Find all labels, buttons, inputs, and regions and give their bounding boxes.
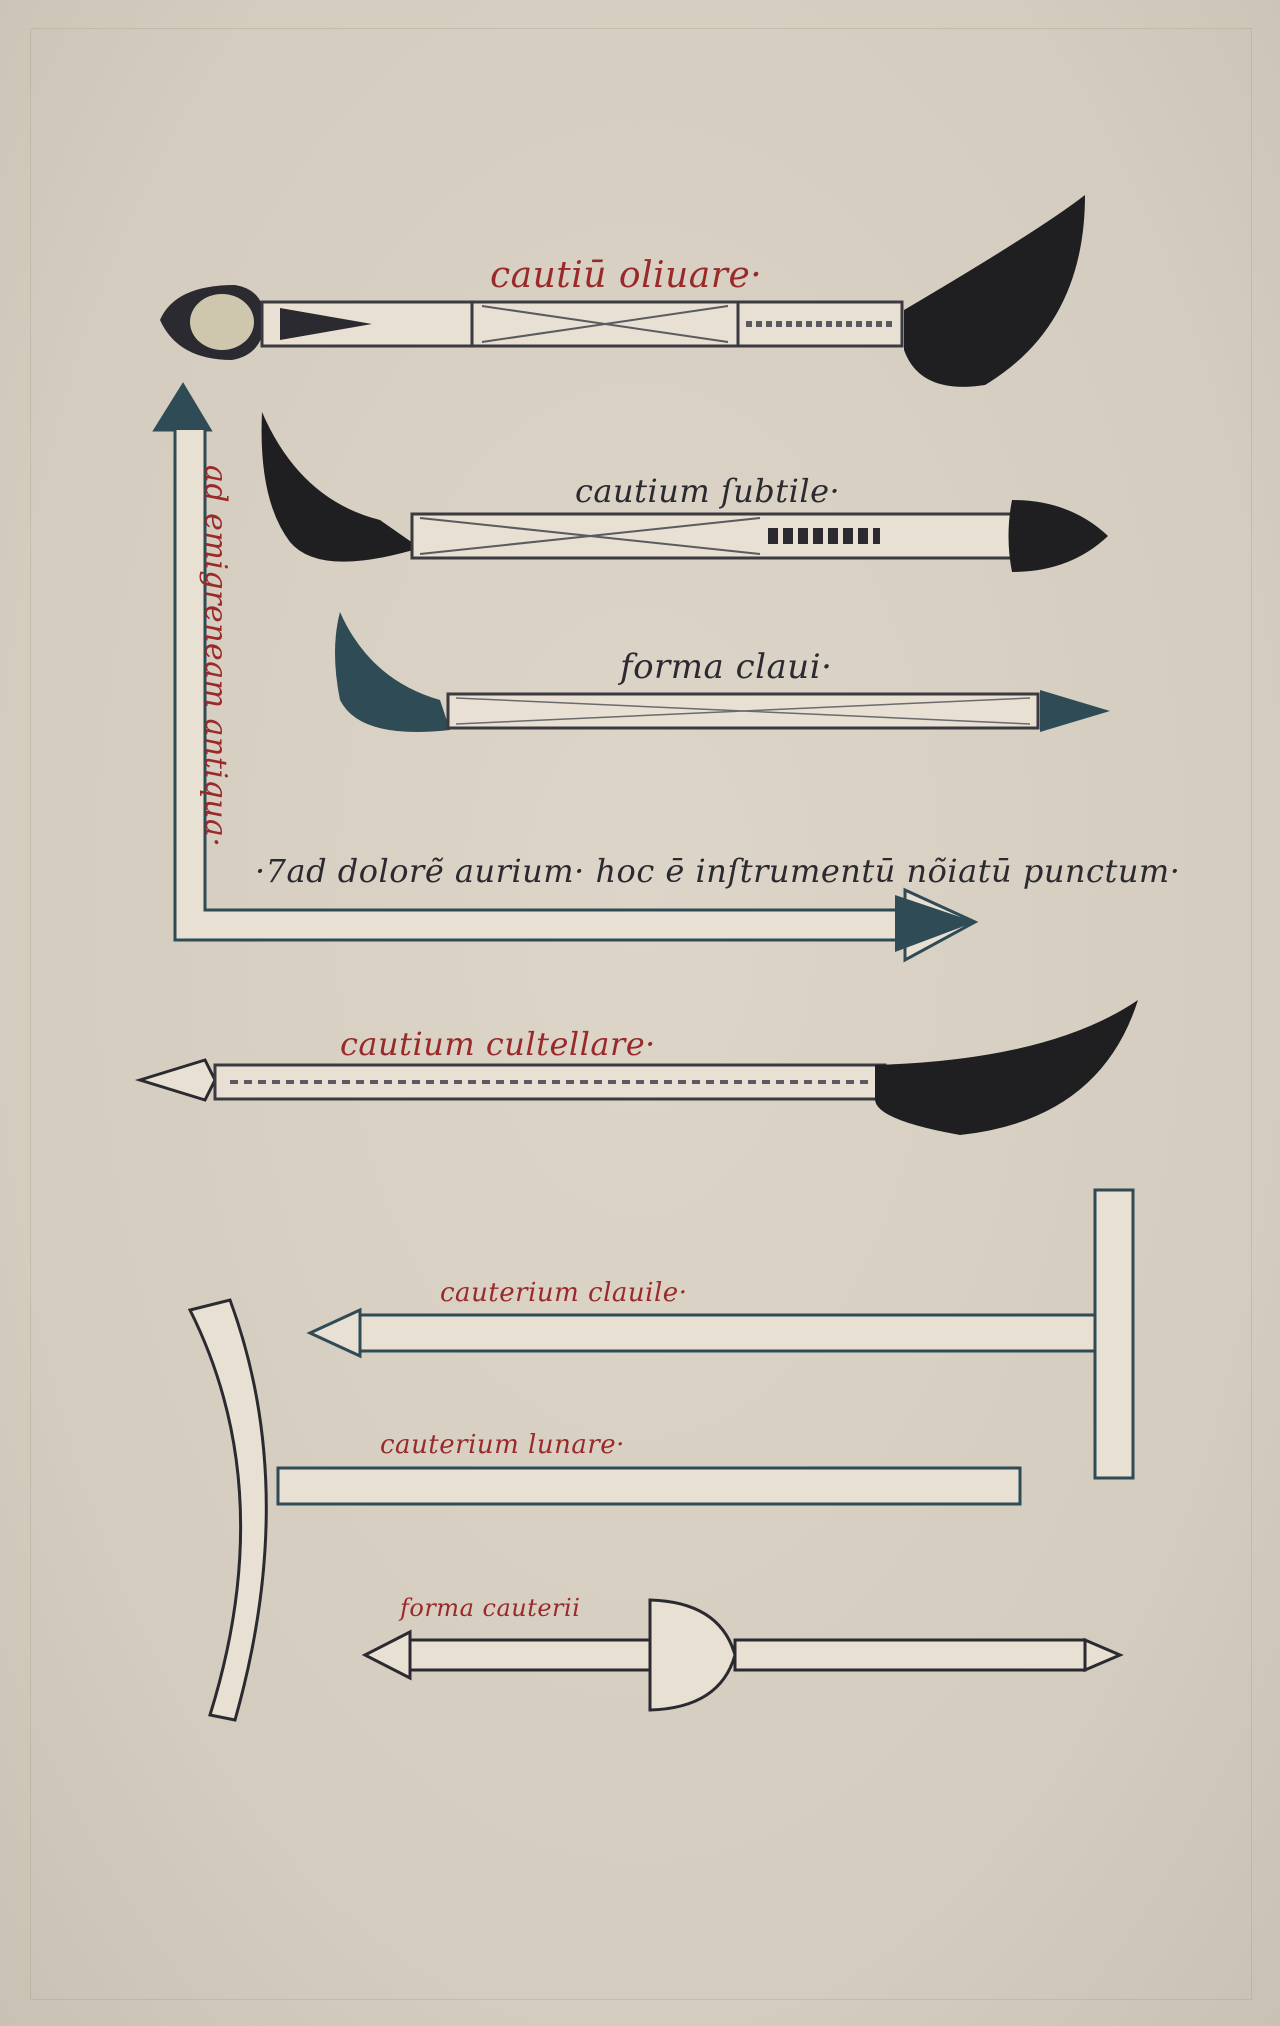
instrument-forma-clavi xyxy=(335,612,1110,732)
label-cauterium-clavile: cauterium clauile· xyxy=(440,1278,688,1308)
label-cauterium-subtile: cautium ſubtile· xyxy=(575,472,841,510)
instrument-cauterium-lunare xyxy=(187,1298,1022,1722)
label-ad-extremitatem: ad emigreneam antiqua· xyxy=(198,465,233,848)
instrument-cauterium-subtile xyxy=(261,412,1108,572)
label-ad-dolorem-aurium: ·7ad dolorẽ aurium· hoc ē inſtrumentū nõ… xyxy=(255,852,1181,890)
instrument-cauterium-olivare xyxy=(160,195,1085,387)
label-cauterium-lunare: cauterium lunare· xyxy=(380,1430,625,1460)
label-forma-clavi: forma claui· xyxy=(620,647,833,687)
label-cauterium-olivare: cautiū oliuare· xyxy=(490,255,763,296)
instrument-cauterium-cultellare xyxy=(134,1000,1138,1135)
instrument-cauterium-clavile xyxy=(306,1188,1135,1480)
instrument-forma-cauterii xyxy=(361,1598,1124,1712)
label-forma-cauterii: forma cauterii xyxy=(400,1594,581,1622)
instrument-punctum-angle xyxy=(152,382,979,963)
label-cauterium-cultellare: cautium cultellare· xyxy=(340,1025,656,1063)
